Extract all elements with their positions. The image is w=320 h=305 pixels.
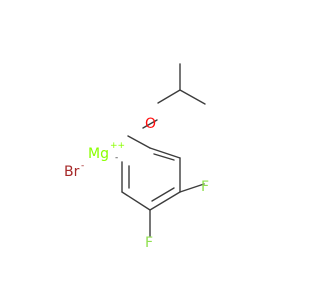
ring-bond-c5-c6 (121, 191, 151, 211)
atom-label-fluorine-right: F (201, 179, 209, 195)
ring-bond-c4-c5 (149, 191, 181, 211)
molecule-structure: O Mg ++ Br - - F F (64, 63, 209, 251)
bond-c4-f (179, 183, 205, 193)
ring-bond-c1-c2 (127, 135, 151, 149)
ring-bond-c4-c5-inner (151, 187, 175, 202)
bromine-charge: - (81, 161, 84, 171)
ring-bond-c2-c3 (149, 147, 181, 159)
bond-ch3-right (179, 89, 206, 105)
atom-label-magnesium: Mg (88, 146, 109, 162)
atom-label-oxygen: O (145, 116, 156, 132)
bond-o-ring (142, 119, 158, 129)
structure-canvas: O Mg ++ Br - - F F (64, 63, 209, 251)
atom-label-bromine: Br (64, 164, 80, 180)
bond-ch3-left (157, 89, 181, 104)
carbanion-charge: - (115, 153, 118, 163)
ring-bond-c2-c3-inner (153, 153, 175, 161)
atom-label-fluorine-bottom: F (145, 235, 153, 251)
magnesium-charge: ++ (110, 141, 125, 151)
